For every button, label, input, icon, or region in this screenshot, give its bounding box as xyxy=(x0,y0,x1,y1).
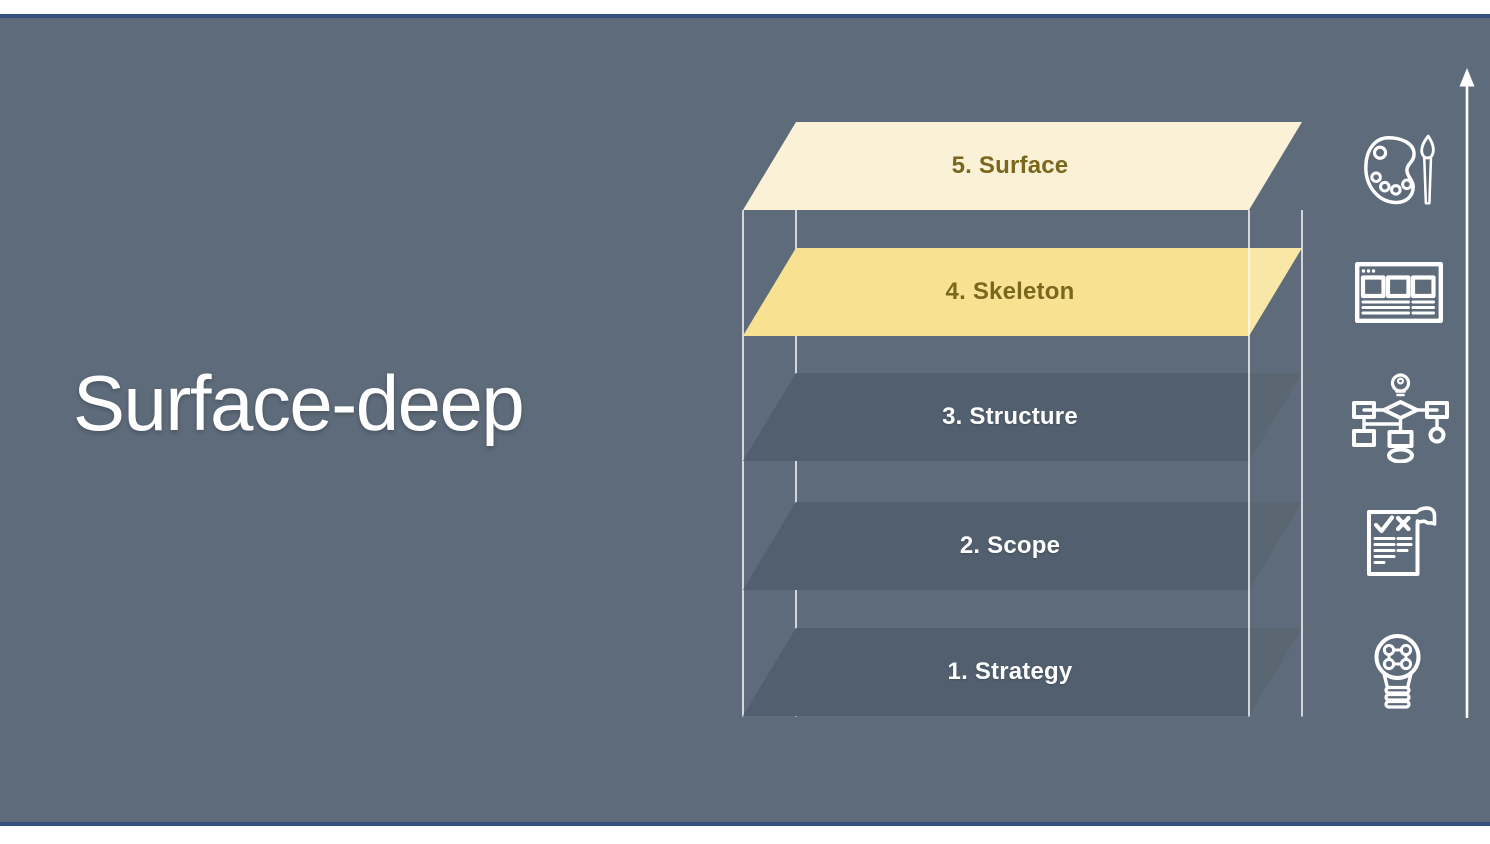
up-arrow xyxy=(1459,68,1475,718)
stack-front-pillars xyxy=(1248,210,1303,717)
layer-skeleton xyxy=(743,248,1302,336)
layer-scope xyxy=(743,502,1302,590)
layer-label-surface: 5. Surface xyxy=(951,152,1069,179)
browser-wireframe-icon xyxy=(1355,262,1443,323)
layer-label-strategy: 1. Strategy xyxy=(947,658,1073,685)
layer-strategy xyxy=(743,628,1302,716)
layer-label-scope: 2. Scope xyxy=(959,532,1061,559)
layer-surface xyxy=(743,122,1302,210)
layer-label-structure: 3. Structure xyxy=(942,403,1078,430)
palette-brush-icon xyxy=(1358,133,1440,208)
bottom-accent-rule xyxy=(0,822,1490,826)
top-accent-rule xyxy=(0,14,1490,18)
checklist-scroll-icon xyxy=(1364,504,1440,580)
page-title: Surface-deep xyxy=(73,359,525,447)
sitemap-flowchart-icon xyxy=(1351,372,1450,463)
idea-lightbulb-icon xyxy=(1371,632,1424,709)
layer-label-skeleton: 4. Skeleton xyxy=(945,278,1075,305)
layer-structure xyxy=(743,373,1302,461)
